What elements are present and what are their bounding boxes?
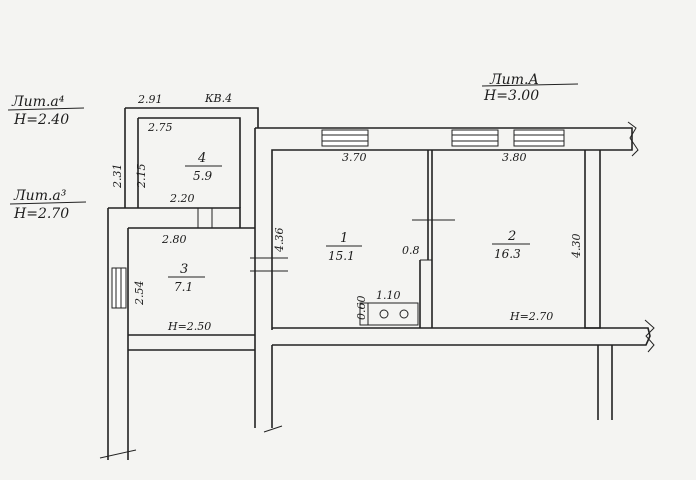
dim-r2-width: 3.80	[502, 151, 527, 164]
stove-body	[367, 302, 419, 326]
liter-a-label: Лит.А	[489, 72, 539, 88]
room-1-area: 15.1	[328, 249, 355, 263]
liter-a4-label: Лит.а⁴	[11, 94, 65, 110]
room-2-area: 16.3	[494, 247, 521, 261]
window-room-2a	[451, 129, 499, 147]
room-3-number: 3	[180, 262, 188, 277]
stove-side	[359, 302, 369, 326]
room-4-area: 5.9	[193, 169, 212, 183]
dim-r4-bottom: 2.20	[169, 192, 195, 205]
dim-r2-height: H=2.70	[509, 310, 553, 323]
room-2-number: 2	[507, 229, 516, 244]
stove-burner	[379, 309, 389, 319]
dim-r4-top: 2.91	[137, 93, 163, 106]
liter-a3-height: H=2.70	[13, 206, 69, 222]
windows	[321, 129, 565, 147]
dim-stove-depth: 0.60	[355, 296, 368, 321]
dim-r1-width: 3.70	[342, 151, 367, 164]
room-4-number: 4	[197, 151, 206, 166]
room-1-number: 1	[340, 231, 348, 246]
room-3-walls	[99, 208, 283, 460]
liter-a-height: H=3.00	[483, 88, 539, 104]
stove	[359, 302, 419, 326]
dim-r3-top: 2.80	[161, 233, 187, 246]
dim-r4-side-inner: 2.15	[135, 164, 148, 190]
dim-r4-inner: 2.75	[147, 121, 173, 134]
dim-r2-depth: 4.30	[570, 234, 583, 260]
main-walls	[250, 121, 655, 428]
apartment-number: КВ.4	[204, 92, 232, 105]
stove-burner	[399, 309, 409, 319]
dim-r3-height: H=2.50	[167, 320, 211, 333]
dim-nook: 0.8	[402, 244, 420, 257]
window-room-2b	[513, 129, 565, 147]
dim-r4-side-outer: 2.31	[111, 164, 124, 190]
room-4-walls	[108, 107, 259, 228]
dim-r1-depth: 4.36	[273, 228, 286, 254]
room-3-area: 7.1	[174, 280, 193, 294]
liter-a4-height: H=2.40	[13, 112, 69, 128]
dim-r3-side: 2.54	[133, 281, 146, 307]
liter-a3-label: Лит.а³	[13, 188, 67, 204]
window-room-3	[111, 267, 127, 309]
window-room-1	[321, 129, 369, 147]
dim-stove-width: 1.10	[376, 289, 401, 302]
